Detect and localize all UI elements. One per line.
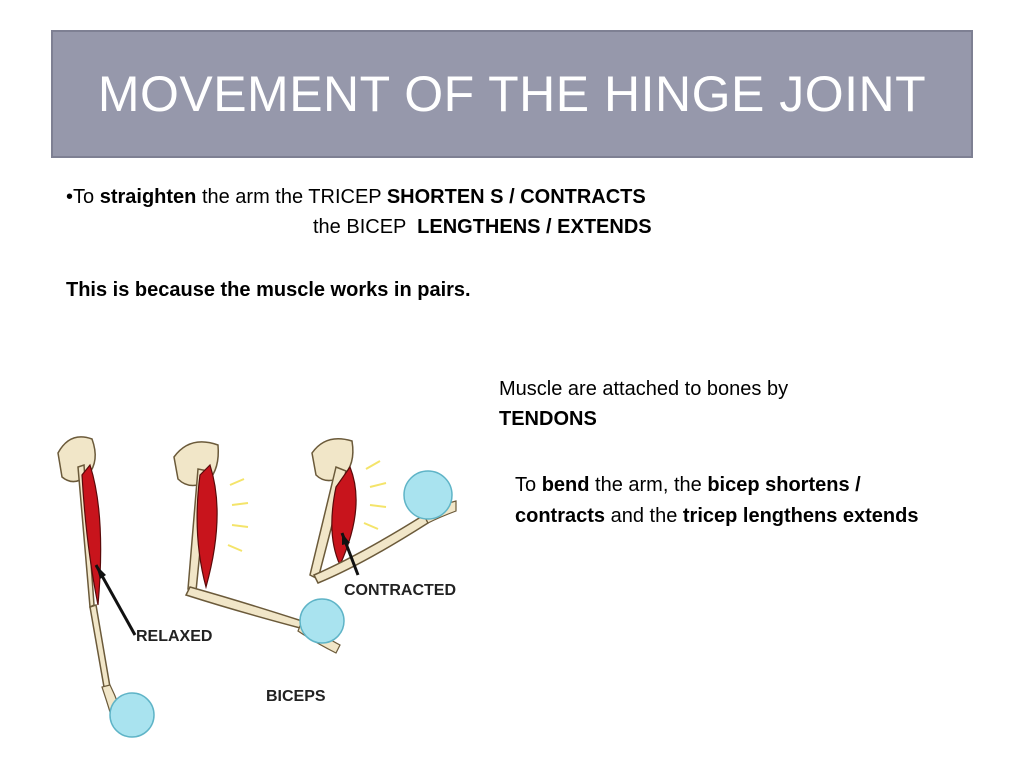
arm-half-bent [173,441,345,654]
straighten-verb: straighten [99,186,197,208]
bicep-action: LENGTHENS / EXTENDS [417,216,652,238]
tendons-word: TENDONS [499,408,597,430]
bicep-line: the BICEP LENGTHENS / EXTENDS [313,212,652,242]
bend-to: To [515,474,542,496]
title-banner: MOVEMENT OF THE HINGE JOINT [51,30,973,158]
bicep-prefix: the BICEP [313,216,418,238]
bullet: • [66,186,74,208]
biceps-illustration: CONTRACTED RELAXED BICEPS [57,436,457,738]
slide-title: MOVEMENT OF THE HINGE JOINT [97,66,927,122]
label-contracted: CONTRACTED [344,582,456,599]
bend-bicep: bicep shortens / contracts [515,474,861,527]
straighten-mid: the arm the TRICEP [196,186,387,208]
label-biceps: BICEPS [266,688,326,705]
bend-tricep: tricep lengthens extends [682,505,919,527]
label-relaxed: RELAXED [136,628,212,645]
bend-mid: the arm, the [589,474,708,496]
straighten-to: To [73,186,100,208]
arm-relaxed [57,436,155,738]
bend-paragraph: To bend the arm, the bicep shortens / co… [515,470,925,532]
bend-verb: bend [541,474,590,496]
arm-contracted [309,438,457,584]
straighten-line: •To straighten the arm the TRICEP SHORTE… [66,182,646,212]
tricep-action: SHORTEN S / CONTRACTS [386,186,646,208]
tendons-line: Muscle are attached to bones by [499,378,789,400]
bend-and: and the [605,505,683,527]
pairs-statement: This is because the muscle works in pair… [66,279,471,301]
